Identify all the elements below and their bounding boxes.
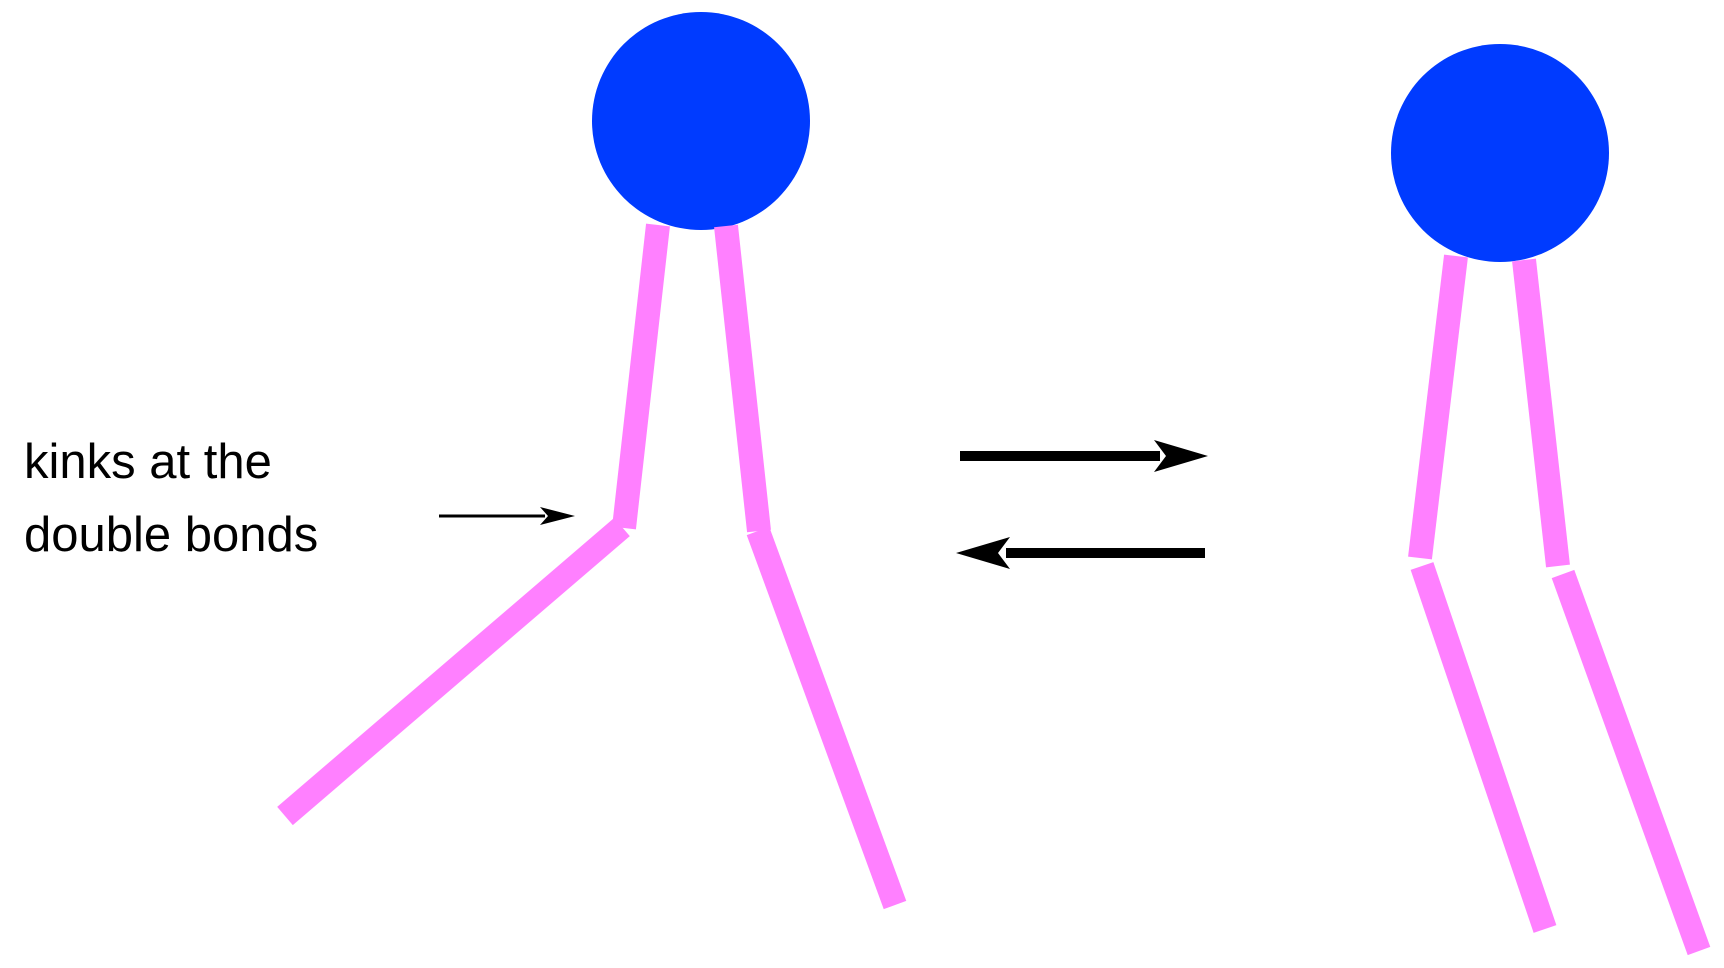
kink-annotation: kinks at the double bonds [24, 435, 575, 562]
annotation-line-1: kinks at the [24, 435, 272, 489]
kinked-lipid-tail-1-lower [277, 517, 630, 826]
kinked-lipid-tail-2-upper [714, 224, 771, 533]
kinked-lipid-tail-1-upper [612, 223, 670, 530]
straight-lipid-tail-1-lower [1410, 562, 1557, 933]
straight-lipid-tail-2-upper [1512, 258, 1570, 568]
kinked-lipid-head [592, 12, 810, 230]
annotation-line-2: double bonds [24, 508, 318, 562]
annotation-pointer-head-icon [540, 507, 575, 525]
kinked-lipid-tail-2-lower [746, 526, 907, 910]
forward-arrow-head-icon [1154, 440, 1208, 472]
straight-lipid-head [1391, 44, 1609, 262]
straight-lipid [1391, 44, 1711, 956]
kinked-lipid [277, 12, 907, 910]
straight-lipid-tail-2-lower [1551, 569, 1711, 956]
reverse-arrow-head-icon [956, 537, 1010, 569]
equilibrium-arrows [956, 440, 1208, 569]
straight-lipid-tail-1-upper [1408, 254, 1468, 560]
